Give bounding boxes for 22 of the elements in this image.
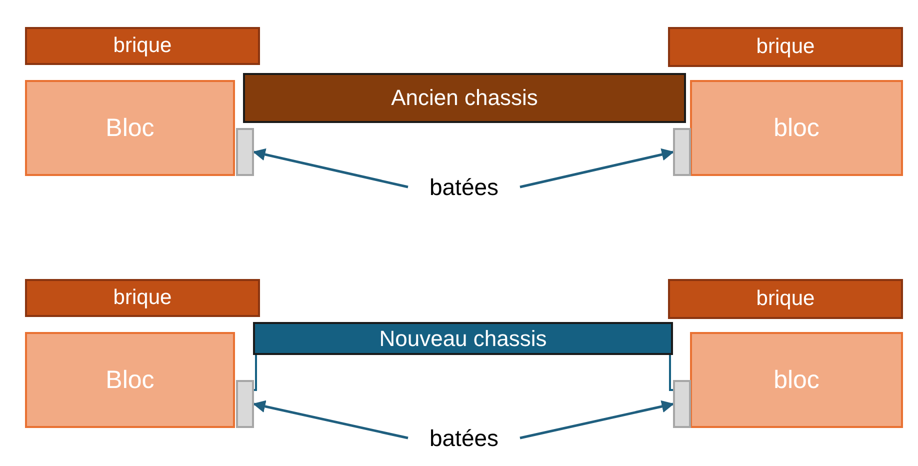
arrow xyxy=(520,400,674,440)
frame-box: Ancien chassis xyxy=(243,73,686,123)
block-box: bloc xyxy=(690,332,903,428)
callout-text: batées xyxy=(408,172,520,202)
rebate-block xyxy=(673,380,691,428)
brick-box: brique xyxy=(668,279,903,319)
rebate-block xyxy=(673,128,691,176)
block-box: Bloc xyxy=(25,80,235,176)
arrow xyxy=(520,148,674,188)
rebate-block xyxy=(236,380,254,428)
brick-box: brique xyxy=(25,27,260,65)
brick-box: brique xyxy=(668,27,903,67)
connector-line xyxy=(669,355,673,391)
brick-box: brique xyxy=(25,279,260,317)
block-box: Bloc xyxy=(25,332,235,428)
arrow xyxy=(252,400,408,440)
rebate-block xyxy=(236,128,254,176)
frame-box: Nouveau chassis xyxy=(253,322,673,355)
block-box: bloc xyxy=(690,80,903,176)
callout-text: batées xyxy=(408,423,520,453)
connector-line xyxy=(254,355,257,391)
arrow xyxy=(252,148,408,188)
